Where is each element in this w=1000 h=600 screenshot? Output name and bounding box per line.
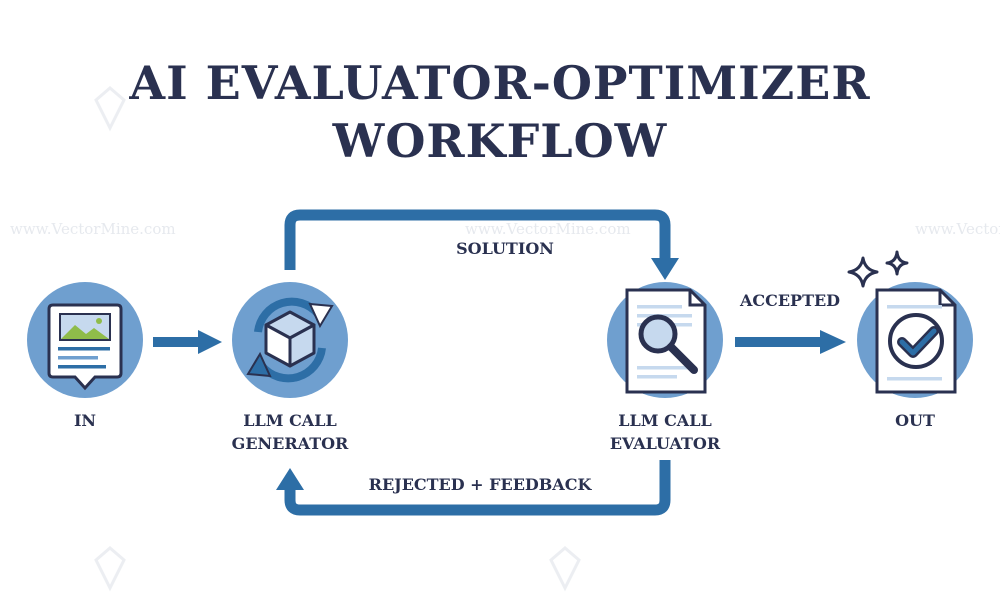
in-label: IN (73, 411, 97, 430)
rejected-feedback-arrowhead (276, 468, 304, 490)
out-label: OUT (895, 411, 935, 430)
solution-arrowhead (651, 258, 679, 280)
watermark-right: www.VectorMine.com (915, 220, 1000, 238)
input-node (27, 282, 143, 398)
generator-label-line-2: GENERATOR (231, 434, 349, 453)
watermark-gem-icon (94, 86, 581, 592)
evaluator-label-line-1: LLM CALL (618, 411, 712, 430)
page-title-line-1: AI EVALUATOR-OPTIMIZER (129, 56, 871, 110)
document-check-icon (875, 288, 957, 394)
accepted-arrowhead (820, 330, 846, 354)
refresh-icon (246, 297, 334, 383)
solution-label: SOLUTION (456, 239, 554, 258)
rejected-feedback-arrow (284, 460, 671, 516)
page-title-line-2: WORKFLOW (332, 114, 668, 168)
rejected-feedback-label: REJECTED + FEEDBACK (368, 475, 592, 494)
evaluator-node (607, 282, 723, 398)
accepted-label: ACCEPTED (739, 291, 841, 310)
watermark-center: www.VectorMine.com (465, 220, 631, 238)
input-arrowhead (198, 330, 222, 354)
solution-arrow (284, 209, 671, 270)
document-image-icon (47, 303, 123, 391)
document-search-icon (625, 288, 707, 394)
generator-node (232, 282, 348, 398)
evaluator-label-line-2: EVALUATOR (609, 434, 721, 453)
sparkle-icon (847, 250, 909, 288)
output-node (847, 250, 973, 398)
generator-label-line-1: LLM CALL (243, 411, 337, 430)
watermark-left: www.VectorMine.com (10, 220, 176, 238)
cube-icon (264, 310, 316, 368)
